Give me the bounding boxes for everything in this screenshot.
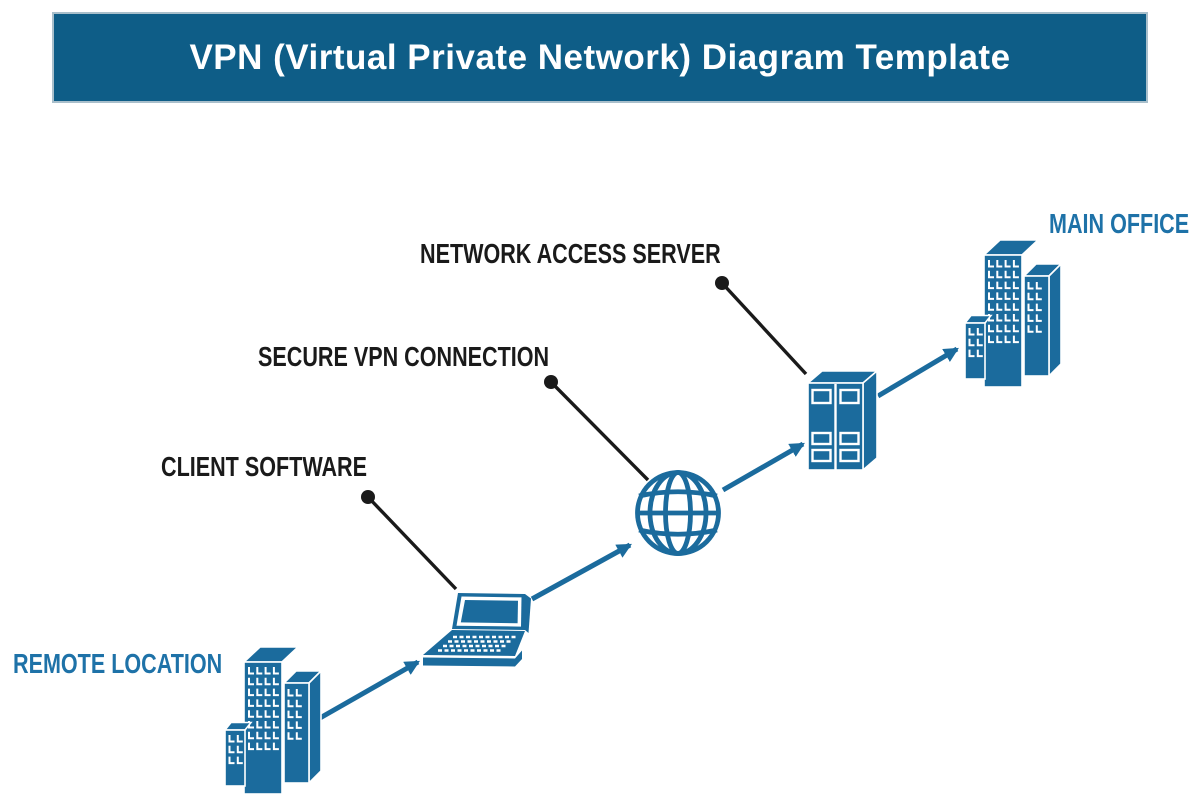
pointer-client-software: [366, 495, 458, 591]
arrow-remote-to-laptop: [318, 659, 420, 721]
globe-icon: [635, 470, 721, 556]
flow-arrows: [318, 346, 959, 721]
pointer-secure-vpn-connection: [549, 380, 650, 482]
server-rack-icon: [805, 369, 880, 472]
pointer-dot-client-software: [361, 490, 375, 504]
title-banner: VPN (Virtual Private Network) Diagram Te…: [52, 12, 1148, 103]
label-main-office: MAIN OFFICE: [1049, 208, 1190, 239]
laptop-icon: [423, 593, 531, 667]
page-title: VPN (Virtual Private Network) Diagram Te…: [189, 37, 1011, 77]
callout-pointers: [361, 276, 808, 591]
arrow-laptop-to-globe: [530, 542, 632, 602]
office-buildings-icon-main: [965, 240, 1061, 387]
office-buildings-icon-remote: [225, 647, 321, 794]
arrow-globe-to-server: [721, 441, 805, 493]
label-client-software: CLIENT SOFTWARE: [161, 451, 368, 482]
pointer-dot-secure-vpn-connection: [544, 375, 558, 389]
label-remote-location: REMOTE LOCATION: [13, 648, 223, 679]
pointer-dot-network-access-server: [715, 276, 729, 290]
arrow-server-to-office: [876, 346, 959, 399]
label-network-access-server: NETWORK ACCESS SERVER: [420, 238, 721, 269]
pointer-network-access-server: [720, 281, 808, 376]
label-secure-vpn-connection: SECURE VPN CONNECTION: [258, 341, 550, 372]
